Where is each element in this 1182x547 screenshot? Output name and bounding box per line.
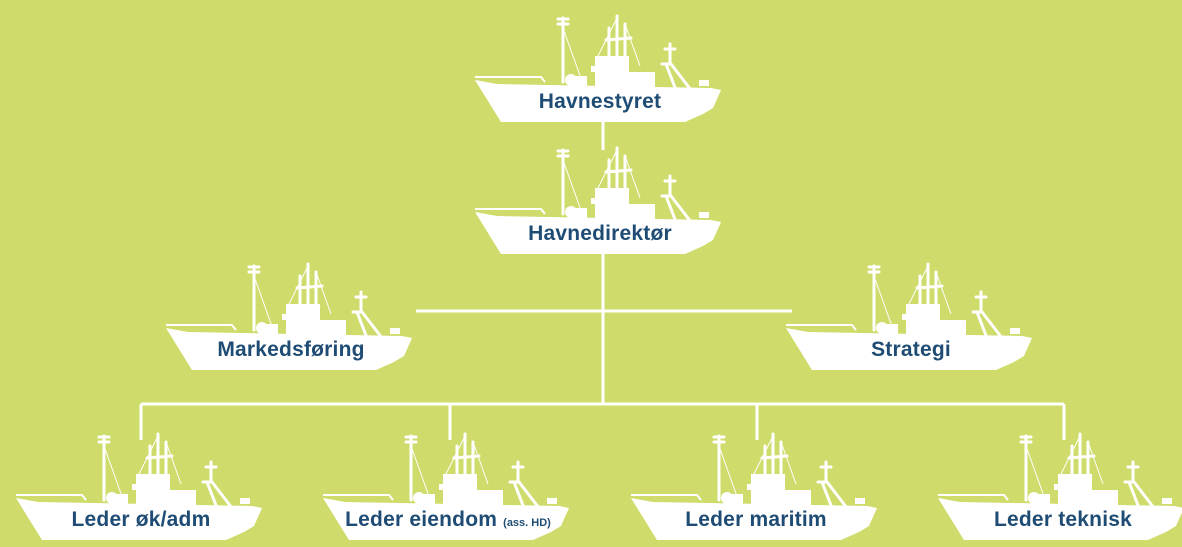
node-property-title: Leder eiendom (345, 508, 498, 531)
node-technical-label: Leder teknisk (994, 508, 1132, 531)
node-strategy: Strategi (786, 262, 1036, 372)
node-marketing: Markedsføring (166, 262, 416, 372)
node-board: Havnestyret (475, 14, 725, 124)
node-maritime: Leder maritim (631, 432, 881, 542)
node-technical: Leder teknisk (938, 432, 1182, 542)
node-property-label: Leder eiendom (ass. HD) (323, 508, 573, 535)
node-maritime-label: Leder maritim (685, 508, 827, 531)
node-property: Leder eiendom (ass. HD) (323, 432, 573, 542)
node-board-label: Havnestyret (538, 90, 662, 113)
node-marketing-label: Markedsføring (217, 338, 365, 361)
node-finance: Leder øk/adm (16, 432, 266, 542)
node-strategy-label: Strategi (871, 338, 951, 361)
node-property-note: (ass. HD) (503, 517, 551, 529)
node-director: Havnedirektør (475, 146, 725, 256)
node-director-label: Havnedirektør (528, 222, 672, 245)
node-finance-label: Leder øk/adm (71, 508, 211, 531)
